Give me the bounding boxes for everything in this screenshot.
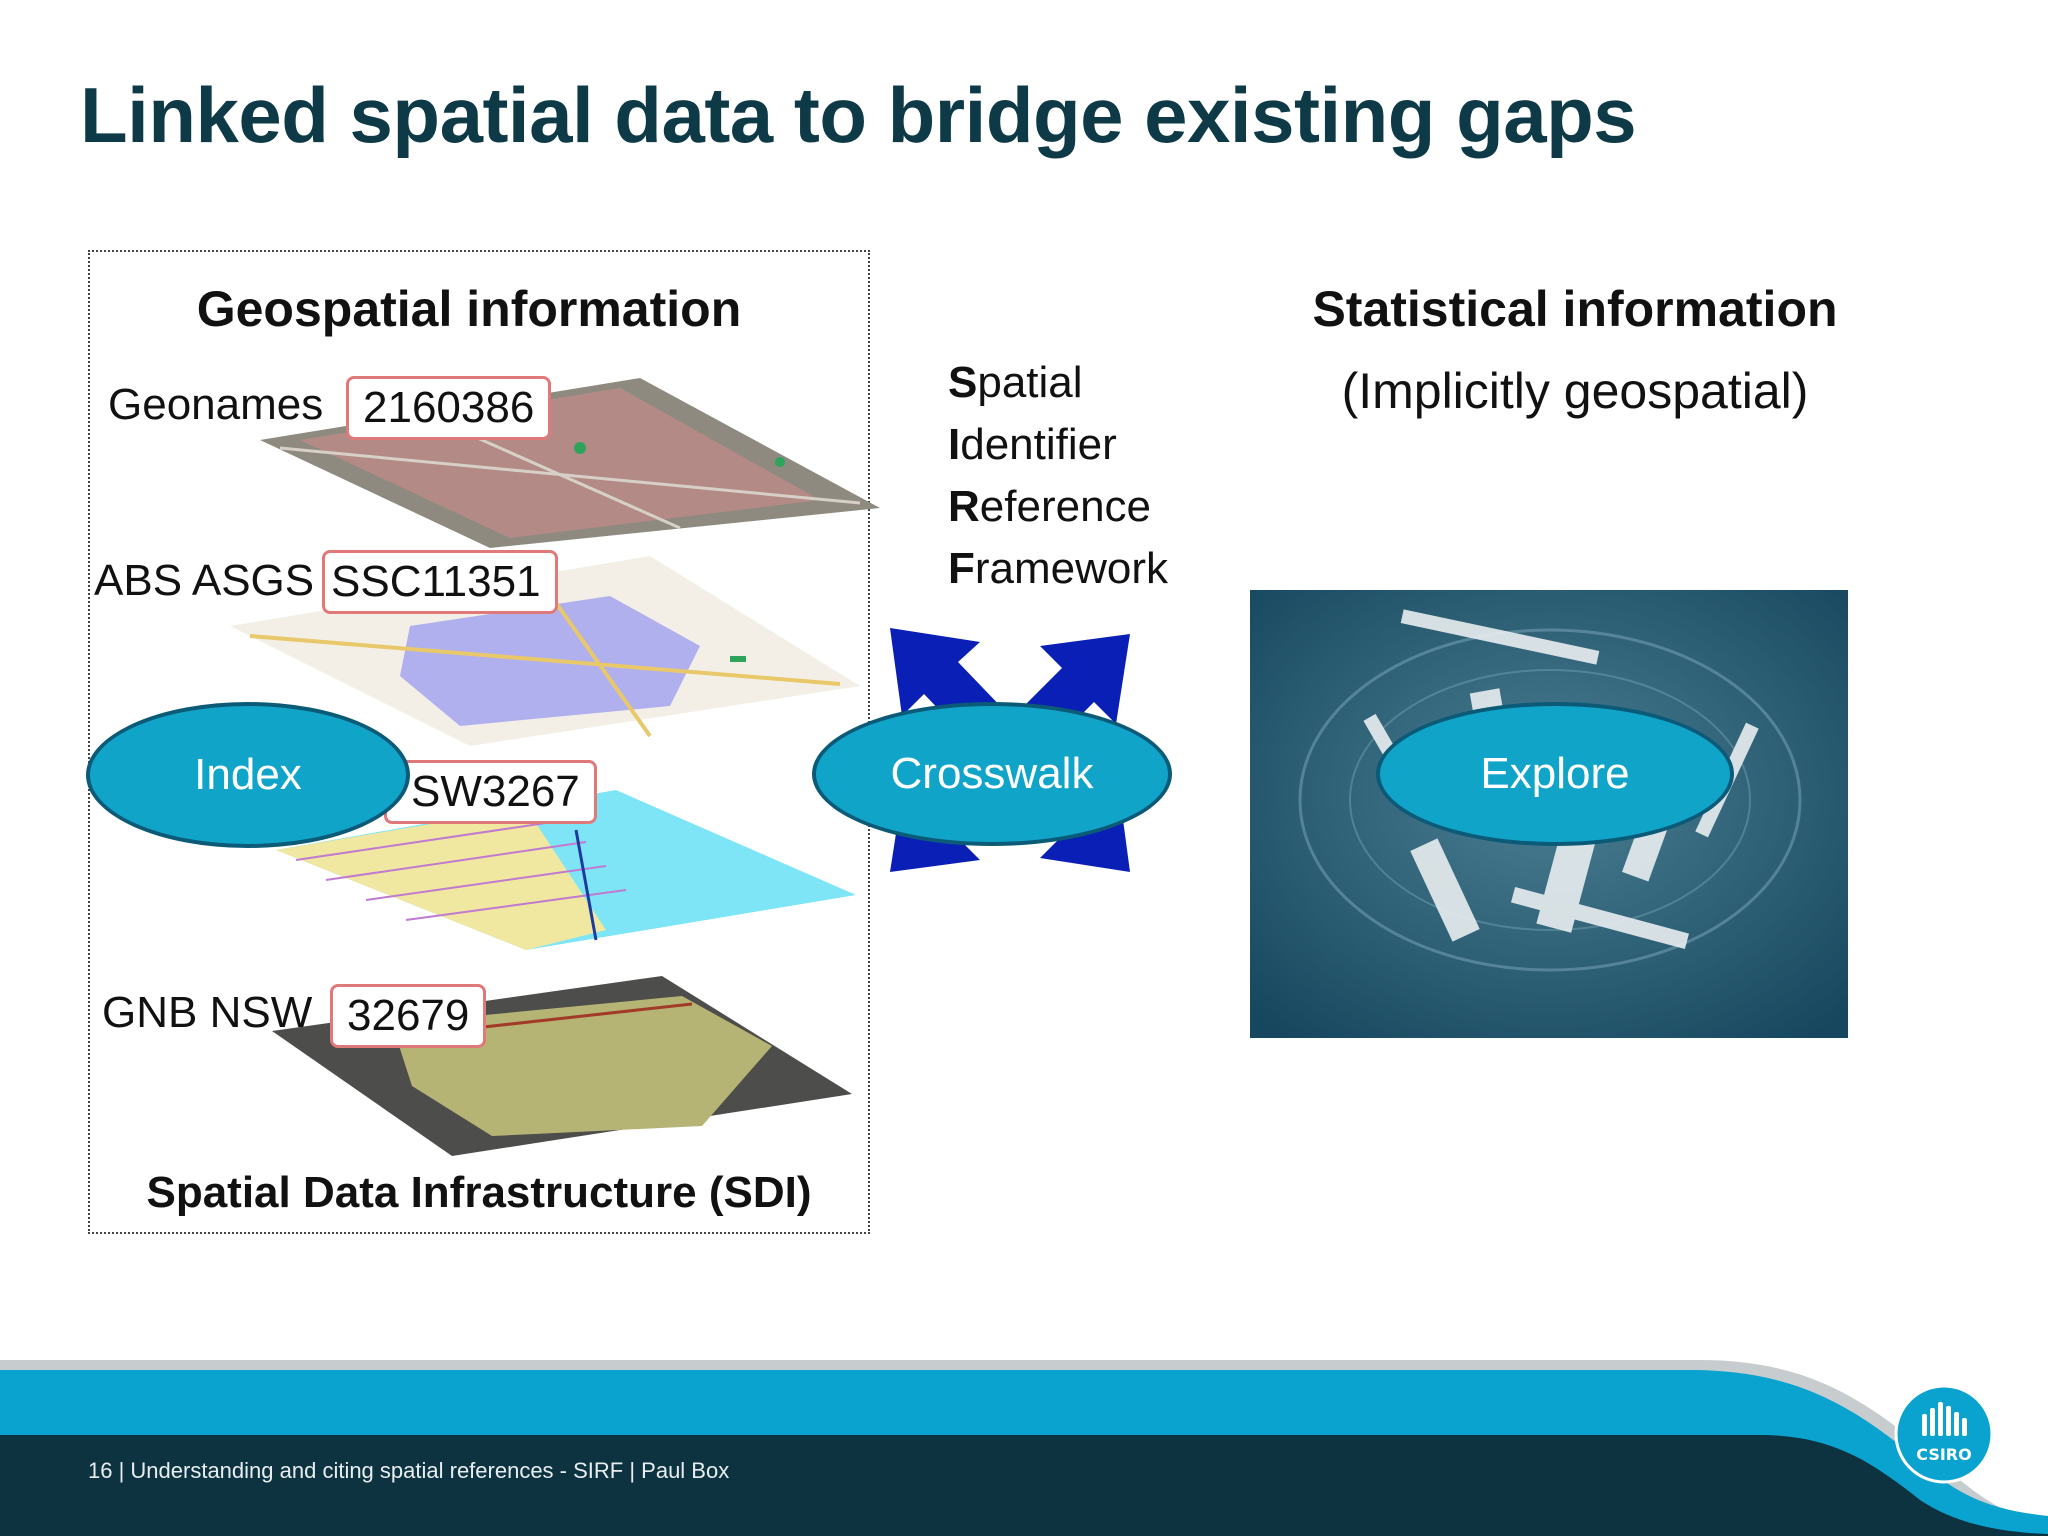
sirf-line-identifier: Identifier	[948, 420, 1117, 469]
footer-band	[0, 1360, 2048, 1536]
sirf-line-reference: Reference	[948, 482, 1152, 531]
sirf-line-spatial: Spatial	[948, 358, 1083, 407]
explore-oval[interactable]: Explore	[1376, 702, 1734, 846]
geospatial-heading: Geospatial information	[196, 281, 742, 337]
csiro-logo: CSIRO	[1894, 1384, 1994, 1484]
slide-title: Linked spatial data to bridge existing g…	[80, 71, 1637, 159]
gnb-id: 32679	[330, 984, 487, 1048]
statistical-heading: Statistical information	[1312, 281, 1838, 337]
geonames-label: Geonames	[108, 380, 324, 429]
third-layer-id: SW3267	[384, 760, 597, 824]
third-map-layer	[276, 790, 856, 950]
asgs-id: SSC11351	[322, 550, 558, 614]
csiro-logo-text: CSIRO	[1916, 1445, 1971, 1464]
crosswalk-oval[interactable]: Crosswalk	[812, 702, 1172, 846]
statistical-subheading: (Implicitly geospatial)	[1341, 363, 1809, 419]
gnb-label: GNB NSW	[102, 988, 313, 1037]
index-oval[interactable]: Index	[86, 702, 410, 848]
footer-text: 16 | Understanding and citing spatial re…	[88, 1458, 730, 1483]
sirf-acronym: Spatial Identifier Reference Framework	[948, 352, 1168, 600]
sirf-line-framework: Framework	[948, 544, 1169, 593]
sdi-caption: Spatial Data Infrastructure (SDI)	[146, 1168, 812, 1217]
geonames-id: 2160386	[346, 376, 552, 440]
asgs-label: ABS ASGS	[94, 556, 315, 605]
